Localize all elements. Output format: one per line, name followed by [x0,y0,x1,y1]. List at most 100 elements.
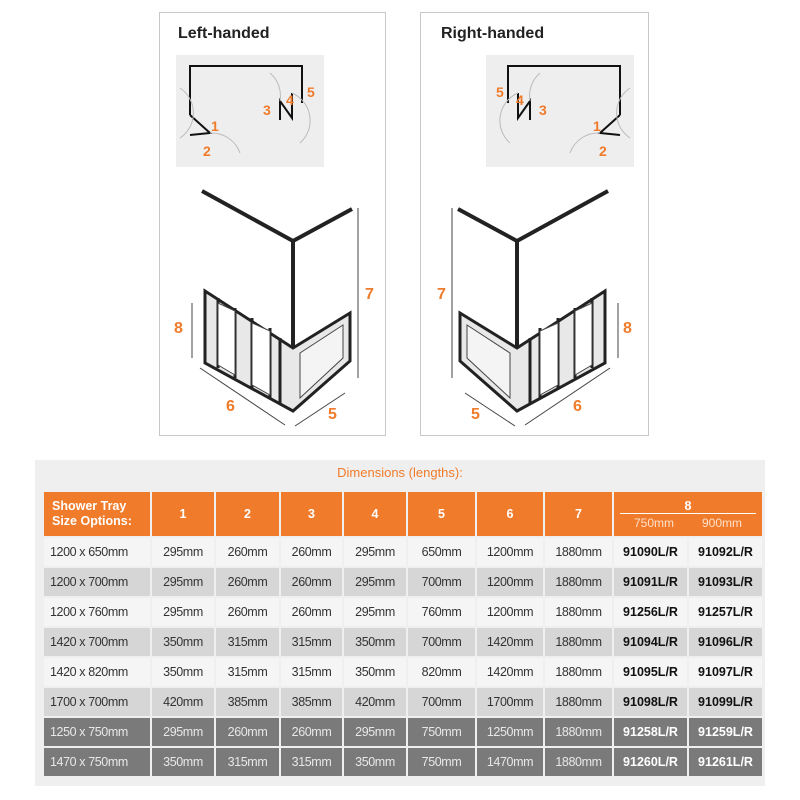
product-code-cell: 91256L/R [614,598,687,626]
dimension-cell: 260mm [281,538,342,566]
right-handed-panel: Right-handed 1 2 3 4 5 7 8 6 5 [420,12,649,436]
dimension-cell: 315mm [281,658,342,686]
header-col-4: 4 [344,492,406,536]
dimension-cell: 420mm [152,688,214,716]
dimension-cell: 385mm [216,688,279,716]
tray-size-cell: 1700 x 700mm [44,688,150,716]
dimension-cell: 295mm [152,598,214,626]
plan-label-4: 4 [516,92,524,108]
plan-label-4: 4 [286,92,294,108]
dimension-cell: 420mm [344,688,406,716]
header-col-6: 6 [477,492,543,536]
product-code-cell: 91091L/R [614,568,687,596]
dimension-cell: 1880mm [545,658,612,686]
dimension-cell: 260mm [281,598,342,626]
dimension-cell: 1880mm [545,568,612,596]
dim-label-6: 6 [573,398,582,415]
dimension-cell: 315mm [281,748,342,776]
dimension-cell: 295mm [344,568,406,596]
right-handed-diagram: 1 2 3 4 5 7 8 6 5 [437,55,634,427]
panel-title: Left-handed [178,25,270,42]
plan-label-5: 5 [496,84,504,100]
dimension-cell: 350mm [344,628,406,656]
plan-label-2: 2 [599,143,607,159]
tray-size-cell: 1470 x 750mm [44,748,150,776]
dimension-cell: 295mm [344,598,406,626]
dimension-cell: 350mm [152,658,214,686]
dimension-cell: 750mm [408,748,475,776]
dimension-cell: 260mm [216,598,279,626]
table-title: Dimensions (lengths): [337,465,463,480]
product-code-cell: 91261L/R [689,748,762,776]
dim-label-8: 8 [623,320,632,337]
dimension-cell: 1420mm [477,628,543,656]
dimension-cell: 315mm [216,658,279,686]
header-col-2: 2 [216,492,279,536]
col8-sub-900: 900mm [701,515,742,530]
dimension-cell: 820mm [408,658,475,686]
dimension-cell: 350mm [152,628,214,656]
product-code-cell: 91097L/R [689,658,762,686]
col8-label: 8 [684,498,692,513]
dimension-cell: 315mm [216,628,279,656]
header-col-1: 1 [152,492,214,536]
header-col-3: 3 [281,492,342,536]
tray-size-cell: 1420 x 700mm [44,628,150,656]
product-code-cell: 91094L/R [614,628,687,656]
dimension-cell: 260mm [281,568,342,596]
tray-size-cell: 1420 x 820mm [44,658,150,686]
dim-label-6: 6 [226,398,235,415]
dimension-cell: 315mm [281,628,342,656]
product-code-cell: 91258L/R [614,718,687,746]
plan-label-3: 3 [539,102,547,118]
dimension-cell: 350mm [152,748,214,776]
dimension-cell: 1200mm [477,598,543,626]
dimension-cell: 350mm [344,748,406,776]
product-code-cell: 91098L/R [614,688,687,716]
dimension-cell: 1880mm [545,598,612,626]
dimension-cell: 1880mm [545,538,612,566]
dimensions-table: Shower Tray Size Options: 1 2 3 4 5 6 7 … [42,490,764,778]
tray-size-cell: 1200 x 700mm [44,568,150,596]
dimension-cell: 260mm [216,538,279,566]
product-code-cell: 91090L/R [614,538,687,566]
dimension-cell: 1420mm [477,658,543,686]
dimension-cell: 1880mm [545,718,612,746]
dimension-cell: 260mm [216,718,279,746]
dimension-cell: 700mm [408,628,475,656]
dimension-cell: 1880mm [545,748,612,776]
dimension-cell: 260mm [216,568,279,596]
dimension-cell: 295mm [344,718,406,746]
dimension-cell: 1470mm [477,748,543,776]
dim-label-7: 7 [437,286,446,303]
header-row: Shower Tray Size Options: 1 2 3 4 5 6 7 … [44,492,762,536]
dimension-cell: 700mm [408,688,475,716]
dimension-cell: 1880mm [545,688,612,716]
dim-label-5: 5 [328,406,337,423]
header-tray-size: Shower Tray Size Options: [44,492,150,536]
plan-label-1: 1 [211,118,219,134]
dimension-cell: 260mm [281,718,342,746]
dim-label-8: 8 [174,320,183,337]
dimension-cell: 750mm [408,718,475,746]
plan-label-5: 5 [307,84,315,100]
tray-size-cell: 1200 x 760mm [44,598,150,626]
dimension-cell: 385mm [281,688,342,716]
dimension-cell: 295mm [152,718,214,746]
dimension-cell: 315mm [216,748,279,776]
plan-label-1: 1 [593,118,601,134]
left-handed-panel: Left-handed 1 2 3 4 5 7 8 6 5 [159,12,386,436]
left-handed-diagram: 1 2 3 4 5 7 8 6 5 [174,55,374,427]
dimension-cell: 1200mm [477,568,543,596]
dim-label-5: 5 [471,406,480,423]
header-col-7: 7 [545,492,612,536]
dimension-cell: 350mm [344,658,406,686]
